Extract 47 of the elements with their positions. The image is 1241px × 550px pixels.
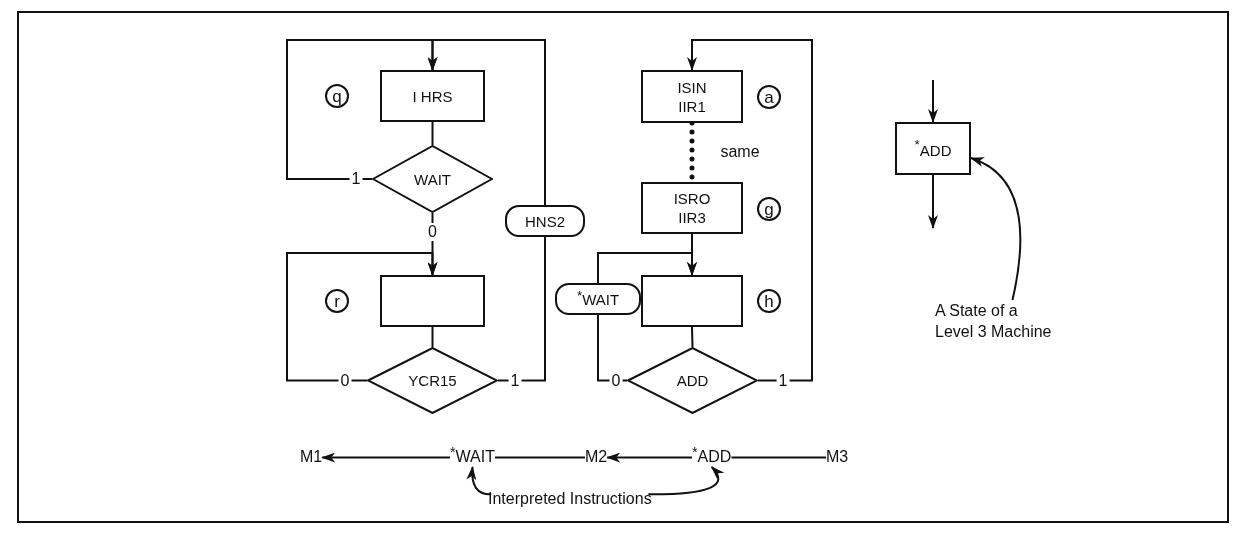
- arrow: [286, 252, 438, 382]
- arrow: [427, 39, 546, 206]
- terminal-box: [555, 283, 641, 315]
- connector-line: [494, 456, 586, 459]
- edge-label: same: [719, 143, 761, 161]
- circled-letter: q: [325, 84, 349, 108]
- node-label: YCR15: [408, 371, 457, 390]
- connector-line: [497, 236, 546, 382]
- arrow: [928, 79, 938, 123]
- annotation-text: $^{*}$ADD: [692, 446, 732, 467]
- node-label: ADD: [676, 371, 709, 390]
- process-box: [380, 275, 485, 327]
- connector-line: [691, 326, 694, 348]
- node-label: ISIN IIR1: [676, 77, 708, 116]
- terminal-box: [505, 205, 585, 237]
- arrow: [321, 452, 451, 463]
- annotation-text: $^{*}$WAIT: [450, 446, 495, 467]
- node-label: WAIT: [414, 169, 451, 189]
- arrow: [647, 466, 724, 496]
- circled-letter: h: [757, 289, 781, 313]
- circled-letter: r: [325, 289, 349, 313]
- annotation-text: Interpreted Instructions: [488, 488, 652, 509]
- arrow: [597, 252, 697, 284]
- connector-line: [730, 456, 827, 459]
- process-box: [895, 122, 971, 175]
- connector-line: [431, 326, 434, 348]
- process-box: [641, 182, 743, 234]
- process-box: [641, 275, 743, 327]
- annotation-text: M3: [826, 446, 849, 467]
- node-label: I HRS: [412, 86, 453, 106]
- arrow: [606, 452, 693, 463]
- annotation-text: A State of a Level 3 Machine: [935, 300, 1060, 342]
- connector-line: [597, 314, 628, 382]
- process-box: [380, 70, 485, 122]
- arrow: [687, 39, 813, 382]
- annotation-text: M2: [585, 446, 608, 467]
- node-label: ISRO IIR3: [672, 189, 712, 227]
- node-label: HNS2: [525, 211, 565, 231]
- circled-letter: a: [757, 85, 781, 109]
- circled-letter: g: [757, 197, 781, 221]
- arrow: [970, 157, 1022, 301]
- process-box: [641, 70, 743, 123]
- node-label: $^{*}$WAIT: [576, 289, 620, 309]
- annotation-text: M1: [300, 446, 323, 467]
- connector-line: [431, 121, 434, 146]
- edge-label: 0: [426, 223, 439, 241]
- arrow: [928, 174, 938, 229]
